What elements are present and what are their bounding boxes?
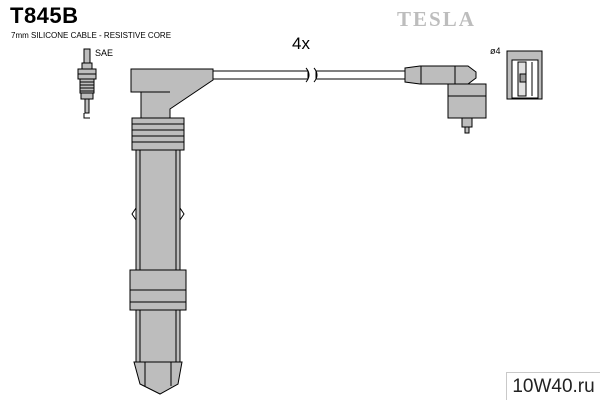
cable-description: 7mm SILICONE CABLE - RESISTIVE CORE [11, 31, 172, 40]
quantity-label: 4x [292, 34, 310, 53]
site-watermark: 10W40.ru [506, 372, 600, 400]
spark-plug-icon [77, 48, 97, 119]
product-code: T845B [10, 3, 79, 28]
coil-boot [404, 65, 487, 134]
spark-plug-boot [129, 68, 214, 395]
spark-plug-label: SAE [95, 48, 114, 58]
terminal-diameter-label: ø4 [490, 46, 501, 56]
brand-logo: TESLA [397, 7, 476, 31]
cable [212, 67, 409, 83]
terminal-detail [506, 50, 543, 100]
